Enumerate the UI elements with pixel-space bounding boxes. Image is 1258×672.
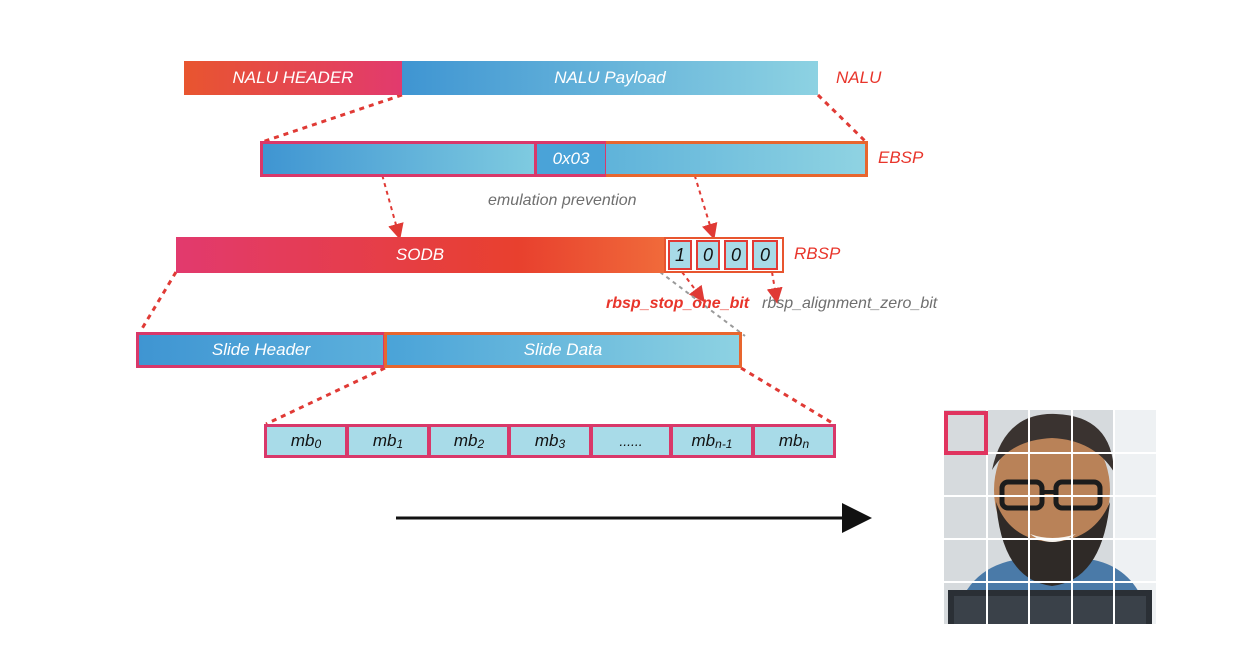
ebsp-hex-label: 0x03 bbox=[552, 149, 590, 168]
ebsp-side-label: EBSP bbox=[878, 148, 924, 167]
nalu-payload-label: NALU Payload bbox=[554, 68, 666, 87]
mb-subscript: 3 bbox=[558, 437, 566, 451]
mb-base: ...... bbox=[619, 433, 643, 449]
sodb-label: SODB bbox=[395, 245, 445, 264]
slice-data: Slide Data bbox=[384, 332, 742, 368]
macroblock-grid bbox=[944, 410, 1156, 624]
mb-subscript: 2 bbox=[477, 437, 485, 451]
mb-subscript: 1 bbox=[396, 437, 404, 451]
mb-base: mb bbox=[534, 431, 559, 450]
nalu-header-label: NALU HEADER bbox=[232, 68, 354, 87]
ebsp-right-segment bbox=[606, 141, 868, 177]
mb-subscript: n bbox=[802, 437, 810, 451]
macroblock: ...... bbox=[590, 424, 672, 458]
rbsp-zero-bit-2: 0 bbox=[724, 240, 748, 270]
nalu-side-label: NALU bbox=[836, 68, 882, 87]
mb-base: mb bbox=[778, 431, 803, 450]
ebsp-left-segment bbox=[260, 141, 536, 177]
nalu-payload: NALU Payload bbox=[402, 61, 818, 95]
rbsp-side-label: RBSP bbox=[794, 244, 841, 263]
slice-header-label: Slide Header bbox=[211, 340, 311, 359]
nalu-header: NALU HEADER bbox=[184, 61, 402, 95]
ebsp-hex-segment: 0x03 bbox=[534, 141, 608, 177]
mb-subscript: 0 bbox=[314, 437, 322, 451]
highlighted-macroblock bbox=[944, 411, 988, 455]
portrait-illustration bbox=[944, 410, 1156, 624]
rbsp-zero-bit-1: 0 bbox=[696, 240, 720, 270]
slice-data-label: Slide Data bbox=[523, 340, 603, 359]
emulation-prevention-note: emulation prevention bbox=[488, 192, 637, 209]
mb-subscript: n-1 bbox=[715, 437, 733, 451]
mb-base: mb bbox=[290, 431, 315, 450]
mb-base: mb bbox=[453, 431, 478, 450]
rbsp-alignment-label: rbsp_alignment_zero_bit bbox=[762, 295, 938, 312]
sodb-segment: SODB bbox=[176, 237, 664, 273]
mb-base: mb bbox=[691, 431, 716, 450]
frame-picture bbox=[944, 410, 1156, 624]
rbsp-zero-bit-3: 0 bbox=[752, 240, 778, 270]
slice-header: Slide Header bbox=[136, 332, 386, 368]
rbsp-stop-bit-label: rbsp_stop_one_bit bbox=[606, 295, 750, 312]
mb-base: mb bbox=[372, 431, 397, 450]
rbsp-stop-bit: 1 bbox=[668, 240, 692, 270]
